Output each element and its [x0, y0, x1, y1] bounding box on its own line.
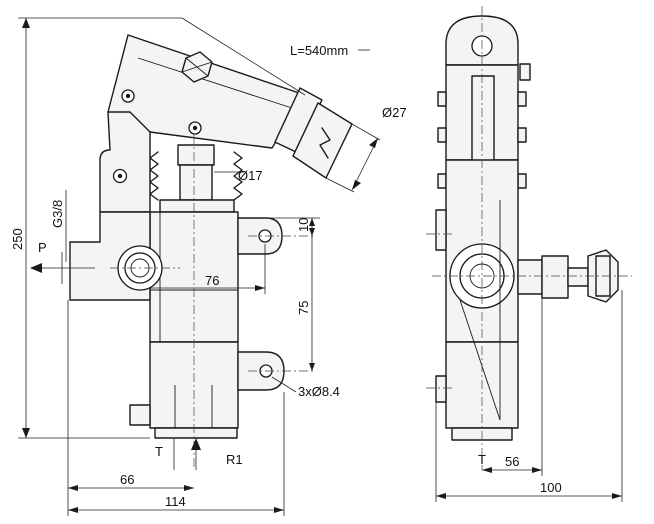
label-mount-holes: 3xØ8.4	[298, 384, 340, 399]
label-port-thread: G3/8	[50, 200, 65, 228]
label-bellows-diameter: Ø17	[238, 168, 263, 183]
label-return-port: R1	[226, 452, 243, 467]
base-plate	[154, 427, 238, 439]
lever-bracket	[99, 111, 151, 213]
front-dimensions	[18, 17, 381, 516]
piston-bellows	[149, 144, 243, 213]
label-tank-port-front: T	[155, 444, 163, 459]
dim-side-center-width: 56	[505, 454, 519, 469]
dim-hole-offset: 76	[205, 273, 219, 288]
dim-hole-spacing: 75	[296, 301, 311, 315]
label-tank-port-side: T	[478, 452, 486, 467]
side-dimensions	[435, 290, 623, 502]
dim-front-center-width: 66	[120, 472, 134, 487]
tank-arrow	[173, 438, 201, 470]
dim-side-total-width: 100	[540, 480, 562, 495]
label-lever-diameter: Ø27	[382, 105, 407, 120]
pressure-arrow	[30, 252, 95, 284]
dim-total-height: 250	[10, 228, 25, 250]
side-view	[426, 6, 632, 470]
lever-arm	[107, 34, 353, 179]
label-lever-length: L=540mm	[290, 43, 348, 58]
front-view	[30, 34, 353, 470]
label-pressure-port: P	[38, 240, 47, 255]
dim-top-offset: 10	[296, 218, 311, 232]
dim-front-total-width: 114	[165, 494, 186, 509]
